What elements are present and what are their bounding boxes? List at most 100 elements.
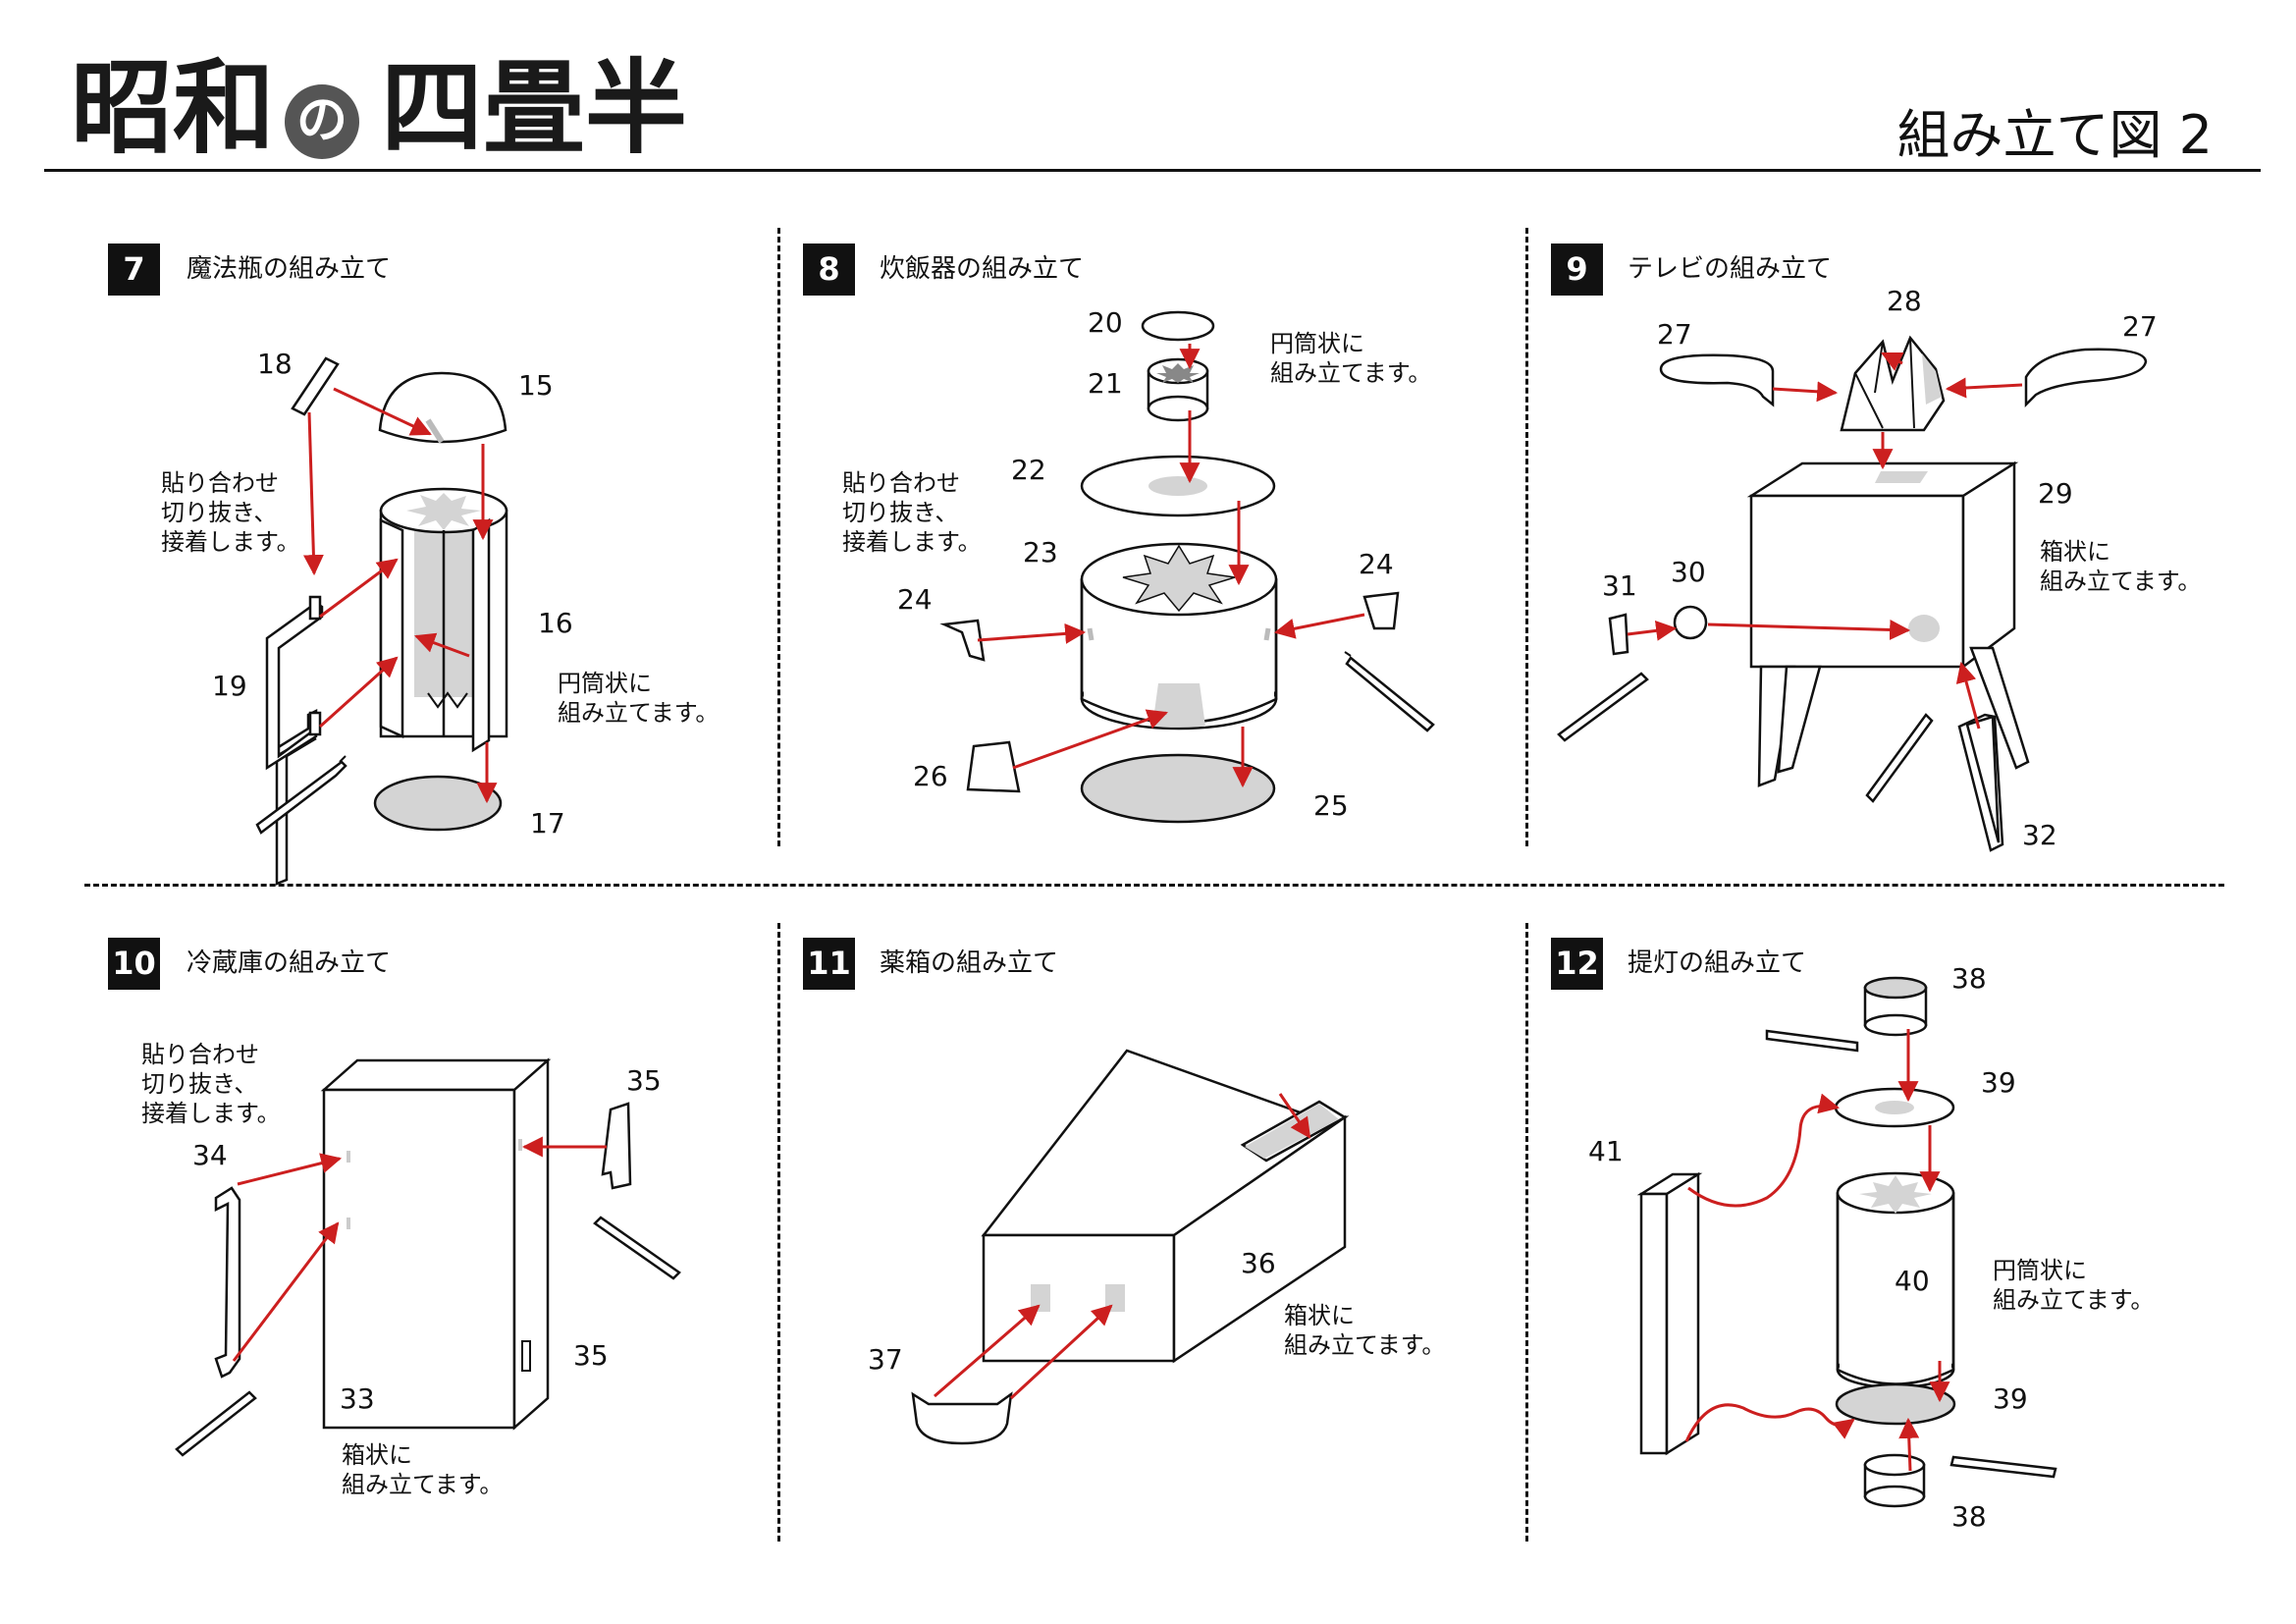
step-11-diagram: 36 37 箱状に 組み立てます。: [868, 1049, 1445, 1445]
step-8-glue-note-3: 接着します。: [842, 528, 982, 556]
step-10-box-note-2: 組み立てます。: [342, 1471, 503, 1498]
part-29-box: [1749, 494, 1965, 669]
separator-v2-top: [1525, 228, 1528, 846]
step-9-title: テレビの組み立て: [1628, 254, 1833, 284]
step-7-glue-note-1: 貼り合わせ: [161, 469, 279, 497]
label-part-26: 26: [913, 760, 948, 792]
part-24-right: [1362, 591, 1400, 630]
part-27-left: [1659, 353, 1775, 407]
step-7-glue-note-3: 接着します。: [161, 528, 300, 556]
step-9-diagram: 28 27 27 29 31 30 32 箱状に 組み立てます。: [1557, 285, 2201, 852]
step-11-box-note-1: 箱状に: [1284, 1302, 1355, 1329]
label-part-32: 32: [2022, 819, 2057, 851]
step-12-cylinder-note-2: 組み立てます。: [1993, 1286, 2154, 1314]
label-part-28: 28: [1887, 285, 1922, 317]
part-15-lid: [378, 371, 507, 444]
step-10-diagram: 35 34 35 33 貼り合わせ 切り抜き、 接着します。 箱状に 組み立てま…: [141, 1041, 681, 1498]
part-24-left: [939, 619, 986, 662]
label-part-38-bottom: 38: [1951, 1500, 1987, 1533]
label-part-39-top: 39: [1981, 1066, 2016, 1099]
part-35-handle: [601, 1102, 632, 1190]
label-part-33: 33: [340, 1382, 375, 1415]
part-17-base: [373, 775, 503, 832]
label-part-18: 18: [257, 348, 293, 380]
step-8-diagram: 20 21 22 23 24 24 26 25 貼り合わせ 切り抜き、 接着しま…: [842, 306, 1435, 824]
label-part-22: 22: [1011, 454, 1046, 486]
step-7-cylinder-note-2: 組み立てます。: [558, 699, 719, 727]
label-part-29: 29: [2038, 477, 2073, 510]
part-31: [1608, 613, 1629, 656]
step-9-badge: 9: [1551, 244, 1603, 296]
step-10-title: 冷蔵庫の組み立て: [187, 948, 392, 978]
step-7-cylinder-note-1: 円筒状に: [558, 670, 652, 697]
label-part-24-right: 24: [1359, 548, 1394, 580]
label-part-34: 34: [192, 1139, 228, 1171]
step-12-title: 提灯の組み立て: [1628, 948, 1807, 978]
label-part-25: 25: [1313, 789, 1349, 822]
part-19-handle: [265, 601, 324, 771]
part-26-foot: [966, 740, 1021, 793]
step-7-badge: 7: [108, 244, 160, 296]
step-7-diagram: 18 15 16 19 17 貼り合わせ 切り抜き、 接着します。 円筒状に 組…: [161, 348, 719, 886]
label-part-37: 37: [868, 1343, 903, 1376]
part-33-fridge-top: [320, 1058, 552, 1092]
label-part-24-left: 24: [897, 583, 933, 616]
step-10-badge: 10: [108, 938, 160, 990]
part-18-strip: [291, 356, 340, 416]
part-36-box: [982, 1233, 1176, 1363]
step-9-box-note-2: 組み立てます。: [2040, 568, 2201, 595]
label-part-40: 40: [1895, 1265, 1930, 1297]
part-27-right: [2024, 348, 2148, 408]
step-8-glue-note-2: 切り抜き、: [842, 499, 958, 526]
step-8-cylinder-note-1: 円筒状に: [1270, 330, 1364, 357]
step-10-glue-note-1: 貼り合わせ: [141, 1041, 259, 1068]
separator-horizontal: [84, 884, 2224, 887]
part-41-hanger: [1639, 1192, 1669, 1455]
label-part-15: 15: [518, 369, 554, 402]
label-part-20: 20: [1088, 306, 1123, 339]
separator-v2-bottom: [1525, 923, 1528, 1542]
step-11-badge: 11: [803, 938, 855, 990]
label-part-38-top: 38: [1951, 962, 1987, 995]
separator-v1-top: [777, 228, 780, 846]
label-part-17: 17: [530, 807, 565, 839]
title-no-badge: の: [285, 84, 359, 159]
step-12-cylinder-note-1: 円筒状に: [1993, 1257, 2087, 1284]
label-part-27-right: 27: [2122, 310, 2158, 343]
step-8-badge: 8: [803, 244, 855, 296]
step-9-box-note-1: 箱状に: [2040, 538, 2110, 566]
label-part-35-side: 35: [573, 1339, 609, 1372]
title-showa: 昭和: [71, 47, 276, 168]
step-12-badge: 12: [1551, 938, 1603, 990]
label-part-41: 41: [1588, 1135, 1624, 1167]
label-part-21: 21: [1088, 367, 1123, 400]
label-part-19: 19: [212, 670, 247, 702]
step-7-glue-note-2: 切り抜き、: [161, 499, 277, 526]
step-11-box-note-2: 組み立てます。: [1284, 1331, 1445, 1359]
step-10-glue-note-3: 接着します。: [141, 1100, 281, 1127]
step-12-diagram: 38 39 41 40 39 38 円筒状に 組み立てます。: [1588, 962, 2154, 1533]
step-8-glue-note-1: 貼り合わせ: [842, 469, 960, 497]
header-rule: [44, 169, 2261, 172]
label-part-16: 16: [538, 607, 573, 639]
part-39-bottom-disc: [1835, 1382, 1956, 1426]
label-part-39-bottom: 39: [1993, 1382, 2028, 1415]
label-part-36: 36: [1241, 1247, 1276, 1279]
part-20-disc: [1141, 310, 1215, 342]
label-part-35-top: 35: [626, 1064, 662, 1097]
part-30-knob: [1673, 605, 1708, 640]
step-10-glue-note-2: 切り抜き、: [141, 1070, 257, 1098]
step-8-cylinder-note-2: 組み立てます。: [1270, 359, 1431, 387]
step-7-title: 魔法瓶の組み立て: [187, 254, 392, 284]
part-33-fridge: [322, 1088, 516, 1430]
step-10-box-note-1: 箱状に: [342, 1441, 412, 1469]
part-34-handle: [214, 1186, 241, 1379]
separator-v1-bottom: [777, 923, 780, 1542]
label-part-27-left: 27: [1657, 318, 1692, 351]
part-25-base: [1080, 753, 1276, 824]
step-11-title: 薬箱の組み立て: [880, 948, 1059, 978]
label-part-23: 23: [1023, 536, 1058, 568]
part-37-front: [911, 1391, 1013, 1445]
title-yojohan: 四畳半: [381, 47, 688, 168]
